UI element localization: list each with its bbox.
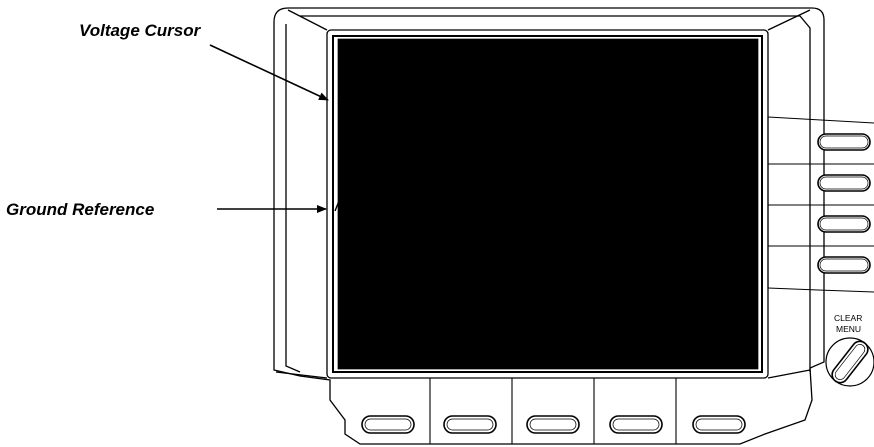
side-menu-panel: [767, 116, 874, 293]
ground-reference-marker-icon: [334, 199, 348, 214]
bottom-menu-button-4[interactable]: [609, 415, 663, 434]
side-menu-button-3[interactable]: [817, 215, 871, 233]
voltage-cursor-arrow: [209, 44, 329, 101]
waveform-trace: [338, 99, 758, 206]
bottom-menu-button-1[interactable]: [361, 415, 415, 434]
label-100: 100: [337, 97, 350, 106]
clear-menu-button[interactable]: [829, 338, 871, 386]
bottom-menu-button-2-inner: [446, 418, 494, 431]
bottom-menu-button-2[interactable]: [443, 415, 497, 434]
label-10: 10: [340, 282, 348, 291]
bottom-menu-button-4-inner: [612, 418, 660, 431]
side-menu-button-1[interactable]: [817, 133, 871, 151]
side-menu-button-3-inner: [819, 217, 869, 231]
bottom-menu-button-3[interactable]: [526, 415, 580, 434]
side-menu-button-2-inner: [819, 176, 869, 190]
voltage-cursor-callout: Voltage Cursor: [79, 21, 201, 40]
ground-reference-callout: Ground Reference: [6, 200, 155, 219]
bottom-menu-button-3-inner: [529, 418, 577, 431]
bottom-menu-button-5-inner: [695, 418, 743, 431]
label-90: 90: [340, 118, 348, 127]
label-0-percent: 0%: [339, 302, 350, 311]
side-menu-button-2[interactable]: [817, 174, 871, 192]
side-menu-button-1-inner: [819, 135, 869, 149]
bottom-menu-panel: [429, 378, 677, 444]
side-menu-button-4-inner: [819, 258, 869, 272]
clear-menu-label-line1: CLEAR: [834, 313, 862, 323]
clear-menu-label-line2: MENU: [836, 324, 861, 334]
bottom-menu-button-1-inner: [364, 418, 412, 431]
side-menu-button-4[interactable]: [817, 256, 871, 274]
bottom-menu-button-5[interactable]: [692, 415, 746, 434]
scope-bezel: [273, 7, 825, 445]
